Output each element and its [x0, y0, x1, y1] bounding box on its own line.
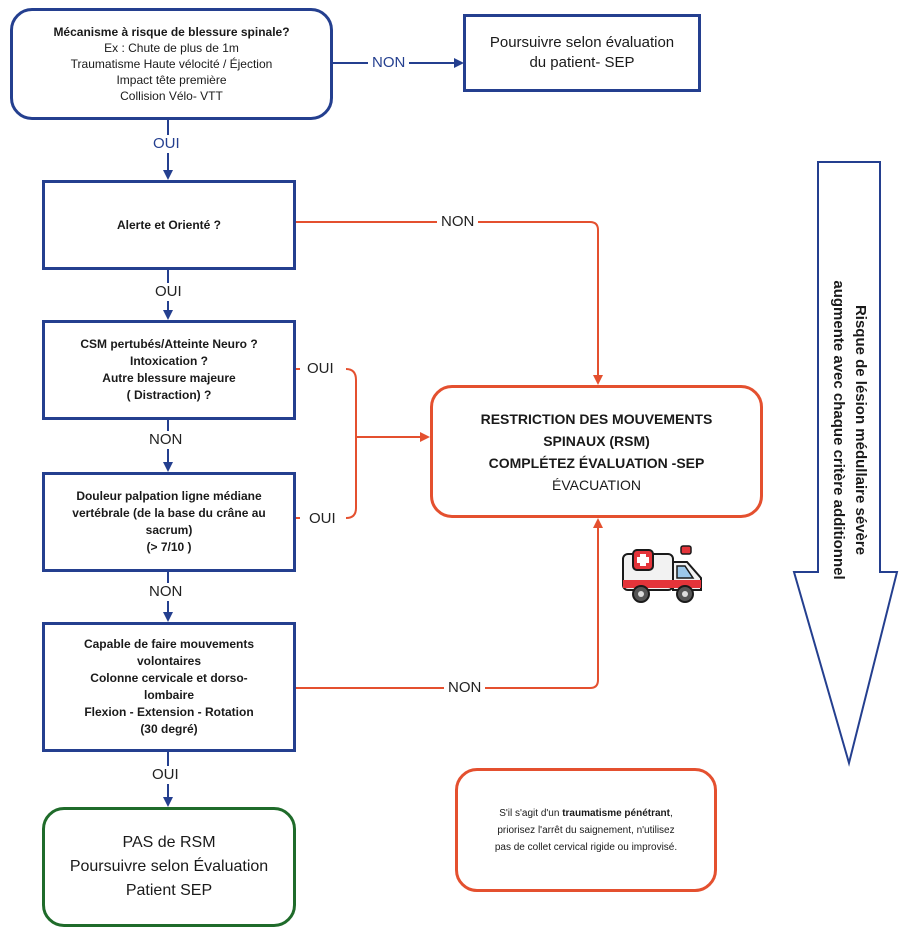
alert-line: Alerte et Orienté ? — [116, 218, 222, 232]
mechanism-line: Traumatisme Haute vélocité / Éjection — [70, 57, 273, 71]
movement-line: (30 degré) — [140, 722, 198, 736]
edge-label-pain-non: NON — [145, 583, 187, 601]
mechanism-box: Mécanisme à risque de blessure spinale? … — [10, 8, 333, 120]
movement-line: lombaire — [143, 688, 194, 702]
note-suffix: , — [670, 807, 673, 819]
pain-line: sacrum) — [145, 523, 193, 537]
pain-box: Douleur palpation ligne médiane vertébra… — [42, 472, 296, 572]
edge-label-alert-non: NON — [437, 213, 479, 231]
rsm-line: RESTRICTION DES MOUVEMENTS — [480, 410, 713, 427]
rsm-evacuation: ÉVACUATION — [552, 476, 641, 493]
edge-label-csm-non: NON — [145, 431, 187, 449]
mechanism-title: Mécanisme à risque de blessure spinale? — [53, 25, 290, 39]
mechanism-line: Collision Vélo- VTT — [120, 89, 223, 103]
risk-line: Risque de lésion médullaire sévère — [852, 304, 869, 556]
note-bold: traumatisme pénétrant — [562, 807, 670, 819]
oui-brace — [345, 368, 357, 519]
edge-move-non — [296, 518, 603, 689]
movement-line: Capable de faire mouvements — [83, 637, 255, 651]
edge-label-move-oui: OUI — [148, 766, 183, 784]
csm-line: Autre blessure majeure — [102, 371, 236, 385]
mechanism-line: Ex : Chute de plus de 1m — [104, 41, 239, 55]
note-line: pas de collet cervical rigide ou improvi… — [494, 841, 678, 853]
no-rsm-box: PAS de RSM Poursuivre selon Évaluation P… — [42, 807, 296, 927]
note-prefix: S'il s'agit d'un — [499, 807, 563, 819]
no-rsm-line: PAS de RSM — [122, 834, 216, 851]
edge-label-alert-oui: OUI — [151, 283, 186, 301]
risk-arrow-text: Risque de lésion médullaire sévère augme… — [821, 220, 877, 640]
edge-label-mech-non: NON — [368, 54, 410, 72]
rsm-line: COMPLÉTEZ ÉVALUATION -SEP — [488, 454, 705, 471]
movement-line: Colonne cervicale et dorso- — [90, 671, 248, 685]
risk-arrow-shape — [792, 161, 899, 767]
rsm-line: SPINAUX (RSM) — [543, 432, 650, 449]
edge-label-mech-oui: OUI — [149, 135, 184, 153]
edge-label-pain-oui: OUI — [305, 510, 340, 528]
movement-line: volontaires — [136, 654, 202, 668]
risk-line: augmente avec chaque critère additionnel — [830, 280, 847, 580]
csm-line: Intoxication ? — [130, 354, 208, 368]
no-rsm-line: Poursuivre selon Évaluation — [69, 858, 269, 875]
pain-line: vertébrale (de la base du crâne au — [72, 506, 266, 520]
note-first-line: S'il s'agit d'un traumatisme pénétrant, — [499, 805, 673, 822]
edge-label-move-non: NON — [444, 679, 486, 697]
continue-line: du patient- SEP — [529, 54, 635, 71]
pain-line: (> 7/10 ) — [146, 540, 192, 554]
csm-line: ( Distraction) ? — [126, 388, 212, 402]
continue-line: Poursuivre selon évaluation — [489, 34, 675, 51]
alert-box: Alerte et Orienté ? — [42, 180, 296, 270]
csm-line: CSM pertubés/Atteinte Neuro ? — [80, 337, 258, 351]
no-rsm-line: Patient SEP — [125, 882, 213, 899]
note-box: S'il s'agit d'un traumatisme pénétrant, … — [455, 768, 717, 892]
movement-box: Capable de faire mouvements volontaires … — [42, 622, 296, 752]
continue-box: Poursuivre selon évaluation du patient- … — [463, 14, 701, 92]
note-line: priorisez l'arrêt du saignement, n'utili… — [497, 824, 675, 836]
rsm-box: RESTRICTION DES MOUVEMENTS SPINAUX (RSM)… — [430, 385, 763, 518]
edge-label-csm-oui: OUI — [303, 360, 338, 378]
edge-alert-non — [296, 221, 603, 385]
csm-box: CSM pertubés/Atteinte Neuro ? Intoxicati… — [42, 320, 296, 420]
mechanism-line: Impact tête première — [116, 73, 227, 87]
ambulance-icon — [622, 545, 702, 603]
movement-line: Flexion - Extension - Rotation — [84, 705, 254, 719]
pain-line: Douleur palpation ligne médiane — [76, 489, 262, 503]
